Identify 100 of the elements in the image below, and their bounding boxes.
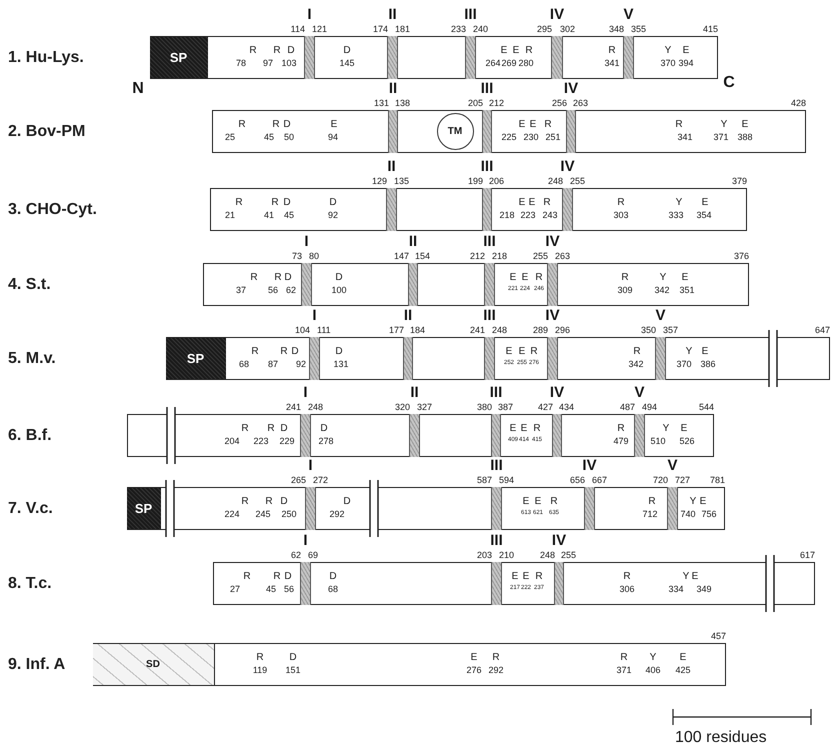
residue-position: 370 <box>676 360 692 369</box>
residue-position: 119 <box>252 666 268 675</box>
domain-box <box>92 644 214 685</box>
residue-letter: R <box>533 424 541 434</box>
residue-number: 617 <box>800 551 815 560</box>
residue-letter: D <box>329 572 337 582</box>
residue-position: 349 <box>696 585 712 594</box>
residue-number: 240 <box>473 25 488 34</box>
residue-letter: Y <box>720 120 728 130</box>
region-numeral: IV <box>545 234 560 249</box>
residue-letter: E <box>512 572 518 582</box>
residue-letter: E <box>518 347 526 357</box>
residue-position: 68 <box>328 585 338 594</box>
residue-position: 62 <box>286 286 296 295</box>
residue-position: 264 <box>485 59 501 68</box>
residue-number: 379 <box>732 177 747 186</box>
residue-number: 376 <box>734 252 749 261</box>
residue-letter: R <box>617 198 625 208</box>
residue-position: 712 <box>642 510 658 519</box>
residue-number: 320 <box>394 403 410 412</box>
residue-number: 656 <box>570 476 585 485</box>
residue-number: 380 <box>476 403 492 412</box>
residue-letter: E <box>510 424 516 434</box>
residue-number: 427 <box>538 403 553 412</box>
region-numeral: I <box>303 385 308 400</box>
membrane-domain-circle <box>436 113 474 150</box>
residue-number: 241 <box>286 403 301 412</box>
residue-letter: E <box>510 273 516 283</box>
residue-position: 218 <box>499 211 515 220</box>
residue-number: 487 <box>620 403 635 412</box>
residue-number: 355 <box>631 25 646 34</box>
residue-number: 111 <box>317 326 331 335</box>
residue-number: 494 <box>642 403 658 412</box>
residue-position: 354 <box>696 211 712 220</box>
residue-letter: Y <box>676 198 682 208</box>
residue-position: 306 <box>619 585 635 594</box>
region-numeral: V <box>668 458 678 473</box>
residue-letter: E <box>522 497 530 507</box>
residue-letter: D <box>280 497 288 507</box>
region-numeral: I <box>303 533 308 548</box>
residue-position: 251 <box>545 133 561 142</box>
residue-number: 255 <box>561 551 576 560</box>
residue-number: 348 <box>608 25 624 34</box>
residue-letter: R <box>274 273 282 283</box>
residue-letter: R <box>617 424 625 434</box>
residue-position: 371 <box>616 666 632 675</box>
residue-position: 204 <box>224 437 240 446</box>
protein-label: 3. CHO-Cyt. <box>8 200 97 218</box>
residue-number: 205 <box>468 99 483 108</box>
residue-position: 229 <box>279 437 295 446</box>
residue-number: 131 <box>374 99 389 108</box>
residue-number: 218 <box>492 252 508 261</box>
protein-label: 4. S.t. <box>8 276 51 294</box>
residue-letter: E <box>506 347 512 357</box>
residue-letter: E <box>512 46 520 56</box>
residue-letter: E <box>692 572 698 582</box>
residue-letter: R <box>544 120 552 130</box>
residue-position: 309 <box>617 286 633 295</box>
protein-bar <box>212 110 806 153</box>
residue-number: 147 <box>394 252 409 261</box>
residue-letter: R <box>280 347 288 357</box>
region-numeral: III <box>480 159 494 174</box>
residue-position: 269 <box>501 59 517 68</box>
residue-letter: Y <box>682 572 690 582</box>
residue-number: 415 <box>702 25 718 34</box>
residue-position: 68 <box>239 360 249 369</box>
residue-position: 341 <box>604 59 620 68</box>
residue-letter: R <box>265 497 273 507</box>
residue-letter: R <box>241 424 249 434</box>
residue-letter: D <box>284 572 292 582</box>
region-numeral: II <box>387 159 396 174</box>
residue-letter: R <box>530 347 538 357</box>
residue-number: 256 <box>552 99 567 108</box>
region-numeral: III <box>490 458 503 473</box>
residue-position: 370 <box>660 59 676 68</box>
residue-position: 45 <box>264 133 274 142</box>
residue-letter: R <box>675 120 683 130</box>
residue-position: 87 <box>268 360 278 369</box>
residue-letter: E <box>520 424 528 434</box>
residue-letter: E <box>680 424 688 434</box>
residue-letter: Y <box>686 347 692 357</box>
terminus-label: C <box>723 75 735 91</box>
region-numeral: III <box>490 385 502 400</box>
residue-position: 225 <box>501 133 517 142</box>
signal-peptide-box <box>166 338 226 379</box>
residue-letter: R <box>250 273 258 283</box>
region-numeral: IV <box>550 7 564 22</box>
scale-label: 100 residues <box>675 730 767 746</box>
residue-letter: Y <box>650 653 656 663</box>
residue-letter: E <box>702 198 708 208</box>
residue-letter: D <box>283 120 291 130</box>
residue-number: 255 <box>532 252 548 261</box>
residue-position: 56 <box>268 286 278 295</box>
residue-letter: E <box>518 120 526 130</box>
residue-position: 510 <box>650 437 666 446</box>
residue-position: 92 <box>296 360 306 369</box>
residue-letter: D <box>283 198 291 208</box>
residue-number: 199 <box>468 177 483 186</box>
residue-letter: R <box>241 497 249 507</box>
residue-letter: R <box>243 572 251 582</box>
